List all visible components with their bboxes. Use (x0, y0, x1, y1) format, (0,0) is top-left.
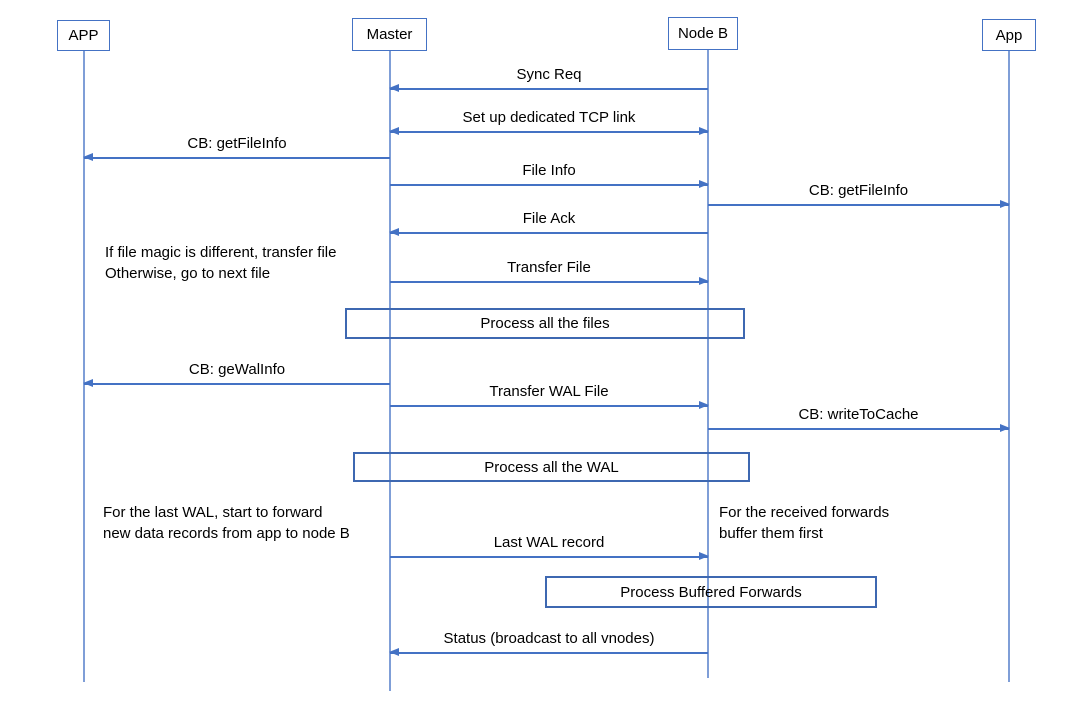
arrow-left-icon (389, 85, 708, 92)
arrow-right-icon (708, 425, 1010, 432)
message-label: File Ack (522, 210, 576, 227)
actor-app-left: APP (57, 20, 110, 51)
lifeline-master (389, 51, 391, 691)
actor-label: App (995, 26, 1023, 44)
arrow-right-icon (708, 201, 1010, 208)
annotation-file-magic: If file magic is different, transfer fil… (105, 242, 336, 284)
message-label: Sync Req (516, 66, 582, 83)
lifeline-app-left (83, 51, 85, 682)
process-box-label: Process Buffered Forwards (620, 583, 802, 601)
message-label: CB: getFileInfo (808, 182, 909, 199)
arrow-left-icon (389, 649, 708, 656)
annotation-line: Otherwise, go to next file (105, 265, 271, 282)
message-label: Last WAL record (493, 534, 605, 551)
arrow-left-icon (389, 229, 708, 236)
actor-app-right: App (982, 19, 1036, 51)
lifeline-node-b (707, 50, 709, 678)
annotation-received-forwards: For the received forwards buffer them fi… (719, 502, 889, 544)
message-label: CB: writeToCache (798, 406, 919, 423)
process-box-label: Process all the WAL (484, 458, 619, 476)
arrow-both-icon (389, 128, 709, 135)
arrow-right-icon (390, 278, 709, 285)
message-label: Transfer WAL File (489, 383, 609, 400)
annotation-last-wal: For the last WAL, start to forward new d… (103, 502, 350, 544)
annotation-line: If file magic is different, transfer fil… (105, 244, 337, 261)
process-box-buffered-forwards: Process Buffered Forwards (545, 576, 877, 608)
message-label: Transfer File (507, 259, 591, 276)
actor-label: Master (366, 26, 413, 43)
actor-master: Master (352, 18, 427, 51)
message-label: Set up dedicated TCP link (462, 109, 636, 126)
process-box-label: Process all the files (480, 315, 610, 332)
annotation-line: For the received forwards (719, 504, 890, 521)
message-label: CB: geWalInfo (188, 361, 286, 378)
annotation-line: new data records from app to node B (103, 525, 350, 542)
arrow-right-icon (390, 402, 709, 409)
annotation-line: For the last WAL, start to forward (103, 504, 323, 521)
process-box-wal: Process all the WAL (353, 452, 750, 482)
arrow-right-icon (390, 181, 709, 188)
arrow-right-icon (390, 553, 709, 560)
actor-label: Node B (677, 25, 729, 42)
annotation-line: buffer them first (719, 525, 823, 542)
arrow-left-icon (83, 154, 390, 161)
process-box-files: Process all the files (345, 308, 745, 339)
message-label: CB: getFileInfo (187, 135, 287, 152)
message-label: File Info (522, 162, 576, 179)
message-label: Status (broadcast to all vnodes) (443, 630, 655, 647)
actor-node-b: Node B (668, 17, 738, 50)
arrow-left-icon (83, 380, 390, 387)
lifeline-app-right (1008, 51, 1010, 682)
actor-label: APP (68, 27, 99, 44)
